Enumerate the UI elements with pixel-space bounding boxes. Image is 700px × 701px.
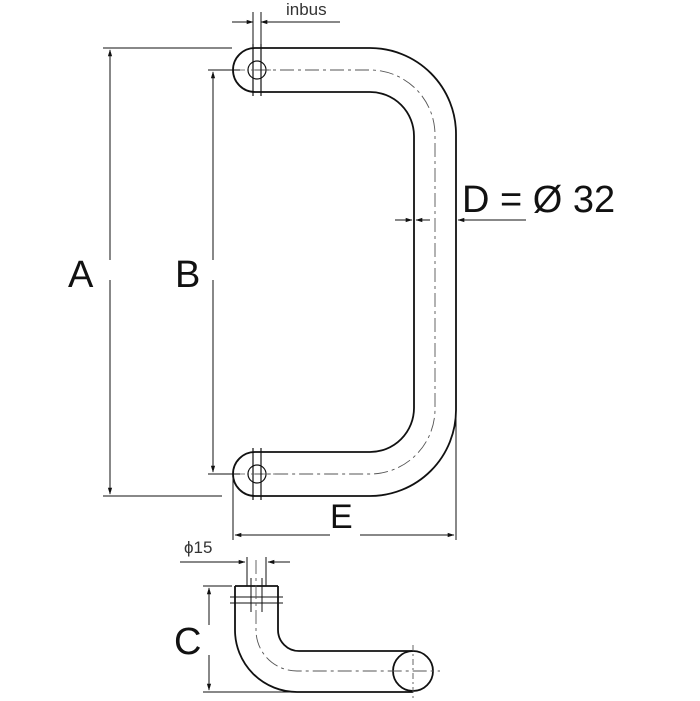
- dimension-dia15: [180, 557, 290, 586]
- dimension-b: [208, 69, 240, 475]
- handle-side-view: [234, 585, 434, 693]
- handle-center-line: [255, 69, 436, 475]
- top-screw: [240, 44, 274, 96]
- bottom-screw: [240, 448, 274, 500]
- dimension-b-label: B: [175, 254, 200, 296]
- dimension-d-label: D = Ø 32: [462, 179, 615, 221]
- inbus-label: inbus: [286, 0, 327, 19]
- handle-outer-contour: [255, 47, 457, 497]
- dimension-c: [203, 585, 290, 693]
- side-view-details: [230, 560, 440, 698]
- handle-inner-contour: [255, 91, 415, 453]
- dimension-a: [103, 47, 232, 497]
- dimension-e: [232, 414, 457, 540]
- inbus-dimension: [232, 12, 340, 44]
- dimension-c-label: C: [174, 621, 201, 663]
- dimension-e-label: E: [330, 498, 353, 536]
- dimension-dia15-label: ϕ15: [184, 538, 212, 557]
- handle-front-view: [232, 47, 457, 497]
- dimension-a-label: A: [68, 254, 94, 296]
